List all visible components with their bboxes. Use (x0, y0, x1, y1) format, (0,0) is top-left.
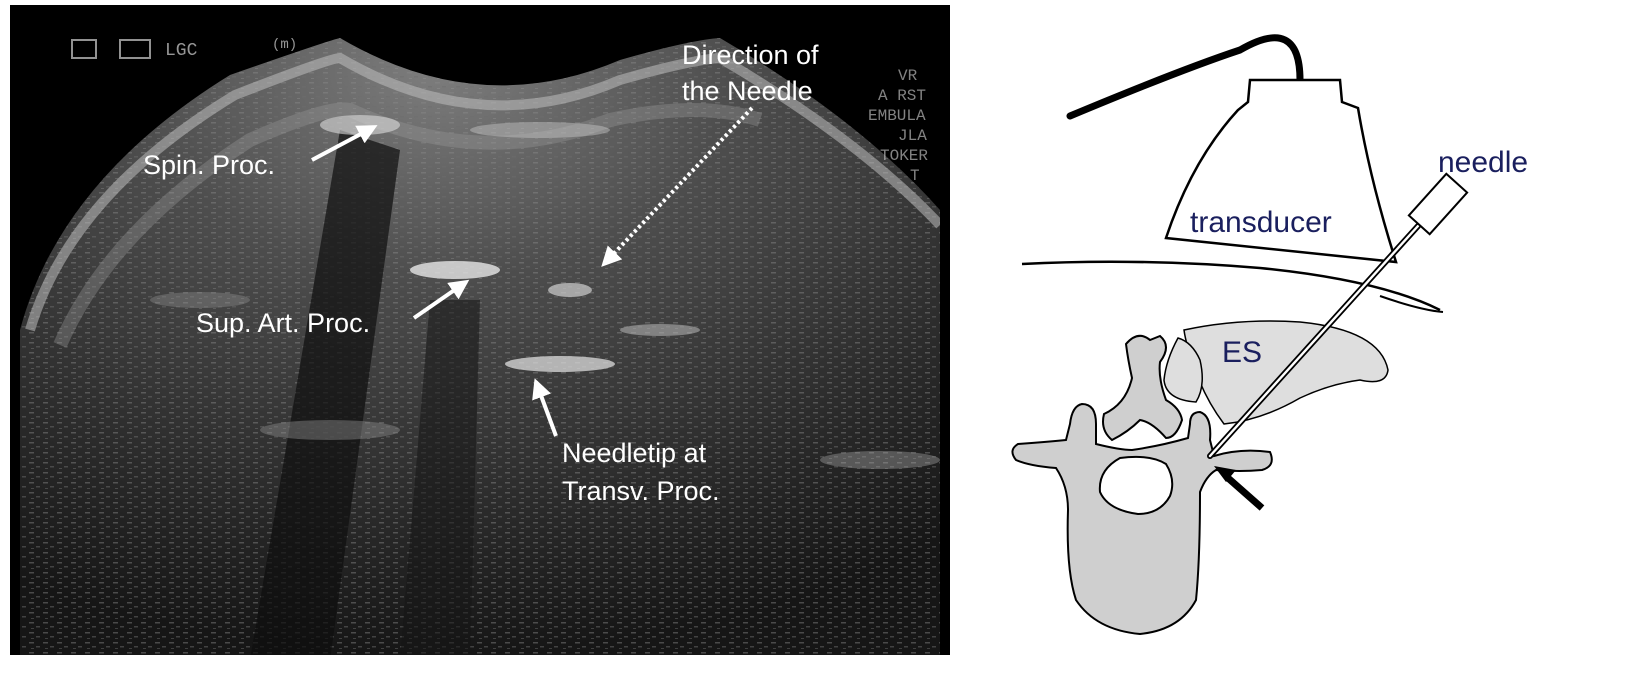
scanner-overlay-mark: TOKER (880, 147, 928, 165)
arrow-needletip-schematic (1228, 478, 1262, 508)
scanner-overlay-mark: (m) (272, 37, 297, 53)
scanner-overlay-mark: VR (898, 67, 918, 85)
scanner-overlay-mark: LGC (165, 41, 198, 61)
label-needletip-line1: Needletip at (562, 438, 707, 468)
scanner-overlay-mark: JLA (898, 127, 927, 145)
label-spinous-process: Spin. Proc. (143, 150, 275, 180)
label-transducer: transducer (1190, 206, 1332, 239)
schematic-diagram: transducer ES needle (1012, 38, 1528, 634)
vertebra-body (1012, 404, 1271, 634)
scanner-overlay-mark: EMBULA (868, 107, 926, 125)
label-needle: needle (1438, 146, 1528, 179)
label-needle-direction-line1: Direction of (682, 40, 819, 70)
spinal-canal (1100, 457, 1172, 514)
label-superior-articular-process: Sup. Art. Proc. (196, 308, 370, 338)
label-erector-spinae: ES (1222, 336, 1262, 369)
scanner-overlay-mark: T (910, 167, 920, 185)
label-needle-direction-line2: the Needle (682, 76, 813, 106)
ultrasound-image: LGC (m) VR A RST EMBULA JLA TOKER T Spin… (10, 5, 950, 660)
label-needletip-line2: Transv. Proc. (562, 476, 720, 506)
scanner-overlay-mark: A RST (878, 87, 926, 105)
